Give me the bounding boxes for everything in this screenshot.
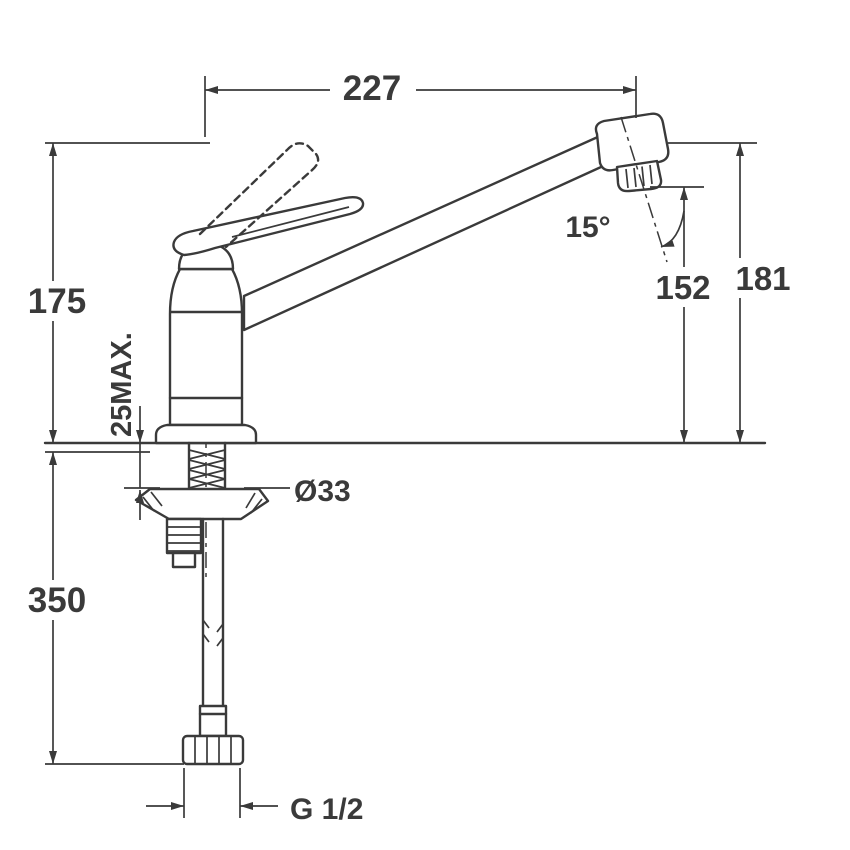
mounting-bracket [134,487,270,521]
dim-spout-angle: 15° [565,116,685,263]
dim-spout-height: 152 [650,186,716,443]
dim-deck-thickness: 25MAX. [106,332,160,520]
dim-total-height-value: 181 [735,260,790,297]
dim-body-height: 175 [26,142,210,443]
dim-hose-length-value: 350 [28,581,86,620]
base-flange [154,423,258,445]
threaded-shank [187,441,227,492]
dim-hose-length: 350 [26,452,184,765]
spout [242,134,614,332]
handle-raised-position [198,142,320,249]
handle [172,195,365,257]
faucet [134,112,670,766]
dim-thread-value: G 1/2 [290,793,363,826]
mounting-stud [165,517,203,569]
dim-hole-diameter-value: Ø33 [294,475,351,508]
dim-spout-angle-value: 15° [565,211,610,244]
body [168,267,244,427]
dim-spout-height-value: 152 [655,269,710,306]
dim-spout-reach: 227 [204,66,637,137]
hose-connector-nut [181,734,245,766]
dim-spout-reach-value: 227 [343,69,401,108]
dim-deck-thickness-value: 25MAX. [106,332,138,437]
spout-head [594,112,670,172]
dim-thread: G 1/2 [146,768,363,826]
dim-body-height-value: 175 [28,282,86,321]
dim-hole-diameter: Ø33 [244,475,351,508]
deck-surface-line [43,441,767,453]
dim-total-height: 181 [668,142,795,443]
supply-hose [198,517,228,738]
